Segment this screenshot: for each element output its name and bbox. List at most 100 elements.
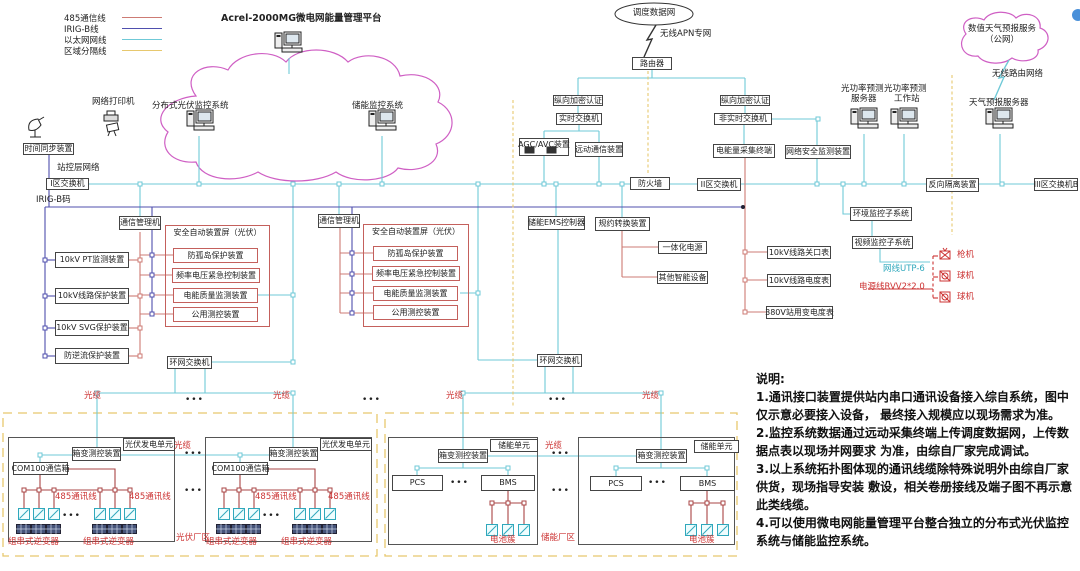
gun-camera-label: 枪机: [957, 250, 975, 260]
legend-label-zone: 区域分隔线: [64, 46, 107, 57]
ellipsis-mark: •••: [648, 478, 667, 488]
connector-node: [327, 487, 333, 493]
pv-panel-icon: [31, 524, 46, 534]
firewall: 防火墙: [630, 177, 670, 190]
connection-line: [879, 249, 930, 263]
ellipsis-mark: •••: [62, 511, 81, 521]
connector-node: [742, 309, 748, 315]
pv-panel-icon: [231, 524, 246, 534]
ess-unit-2-transformer: 箱变测控装置: [636, 449, 687, 463]
dispatch-network-ellipse: [614, 2, 694, 26]
legend-label-ethernet: 以太网网线: [64, 35, 107, 46]
connector-node: [505, 465, 511, 471]
connector-node: [137, 353, 143, 359]
ellipsis-mark: •••: [548, 395, 567, 405]
dispatch-network-label: 调度数据网: [632, 8, 676, 18]
pv-panel-icon: [246, 524, 261, 534]
weather-cloud-line2: （公网）: [984, 35, 1019, 45]
power-forecast-workstation-icon: [890, 106, 920, 134]
anti-islanding-2: 防孤岛保护装置: [373, 246, 458, 261]
notes-block: 说明: 1.通讯接口装置提供站内串口通讯设备接入综自系统，图中仅示意必要接入设备…: [756, 370, 1078, 550]
vertical-encryption-1: 纵向加密认证: [553, 95, 603, 106]
connector-node: [149, 252, 155, 258]
comm-manager-2: 通信管理机: [318, 214, 360, 228]
network-printer-label: 网络打印机: [92, 97, 135, 107]
connector-node: [127, 487, 133, 493]
connector-node: [37, 452, 43, 458]
safety-panel-pv-1: 安全自动装置屏（光伏）: [165, 225, 270, 327]
satellite-dish-icon: [26, 116, 50, 140]
connector-node: [51, 487, 57, 493]
connector-node: [742, 277, 748, 283]
pv-scada-label: 分布式光伏监控系统: [152, 101, 229, 111]
notes-heading: 说明:: [756, 372, 785, 386]
inverter-icon: [233, 508, 245, 520]
legend: 485通信线 IRIG-B线 以太网网线 区域分隔线: [64, 12, 162, 57]
fiber-label-5: 光缆: [174, 441, 192, 451]
dome-camera-icon-2: [936, 289, 954, 305]
connector-node: [704, 465, 710, 471]
connector-node: [814, 181, 820, 187]
485-label-4: 485通讯线: [328, 492, 370, 502]
connector-node: [137, 181, 143, 187]
power-forecast-server-l2: 服务器: [851, 94, 877, 104]
wireless-lightning-icon: [993, 59, 1010, 101]
connector-node: [336, 181, 342, 187]
inverter-icon: [218, 508, 230, 520]
connector-node: [349, 250, 355, 256]
ess-unit-2-title: 储能单元: [694, 440, 739, 453]
energy-meter-terminal: 电能量采集终端: [713, 144, 775, 158]
ellipsis-mark: •••: [450, 478, 469, 488]
station-transformer-meter: 380V站用变电度表: [765, 306, 834, 319]
connector-node: [290, 390, 296, 396]
connector-node: [475, 290, 481, 296]
pv-area-region: [2, 412, 378, 557]
485-label-3: 485通讯线: [255, 492, 297, 502]
connector-node: [861, 181, 867, 187]
pv-panel-icon: [92, 524, 107, 534]
line-energy-meter: 10kV线路电度表: [767, 274, 831, 287]
ess-scada-label: 储能监控系统: [352, 101, 404, 111]
network-security-monitor: 网络安全监测装置: [785, 145, 851, 159]
dome-camera-label-1: 球机: [957, 271, 975, 281]
ellipsis-mark: •••: [362, 395, 381, 405]
fiber-label-1: 光缆: [84, 391, 102, 401]
string-inverter-label-4: 组串式逆变器: [281, 537, 333, 547]
legend-row: 区域分隔线: [64, 45, 162, 57]
public-measure-1: 公用测控装置: [173, 307, 258, 322]
non-realtime-switch: 非实时交换机: [714, 113, 772, 125]
router-box: 路由器: [632, 57, 672, 70]
connector-node: [290, 359, 296, 365]
pv-panel-icon: [216, 524, 231, 534]
anti-backflow: 防逆流保护装置: [55, 348, 129, 364]
public-measure-2: 公用测控装置: [373, 305, 458, 320]
connector-node: [94, 390, 100, 396]
connector-node: [379, 181, 385, 187]
video-monitor-subsystem: 视频监控子系统: [852, 236, 913, 249]
ess-unit-1-transformer: 箱变测控装置: [438, 449, 488, 463]
inverter-icon: [124, 508, 136, 520]
main-title: Acrel-2000MG微电网能量管理平台: [221, 13, 382, 24]
connector-node: [349, 310, 355, 316]
integrated-power: 一体化电源: [658, 241, 707, 254]
connector-node: [42, 293, 48, 299]
connector-node: [312, 487, 318, 493]
connector-node: [901, 181, 907, 187]
connector-node: [840, 181, 846, 187]
connector-node: [149, 292, 155, 298]
connector-node: [297, 487, 303, 493]
agc-screen-icon: [524, 146, 535, 154]
ess-scada-computer-icon: [368, 108, 398, 136]
inverter-icon: [248, 508, 260, 520]
note-item-4: 4.可以使用微电网能量管理平台整合独立的分布式光伏监控系统与储能监控系统。: [756, 516, 1069, 548]
ellipsis-mark: •••: [551, 449, 570, 459]
connector-node: [541, 181, 547, 187]
connector-node: [137, 257, 143, 263]
ellipsis-mark: •••: [184, 486, 203, 496]
legend-label-irig: IRIG-B线: [64, 24, 99, 35]
pv-panel-icon: [307, 524, 322, 534]
pv-unit-1-title: 光伏发电单元: [123, 438, 175, 451]
connector-node: [290, 181, 296, 187]
